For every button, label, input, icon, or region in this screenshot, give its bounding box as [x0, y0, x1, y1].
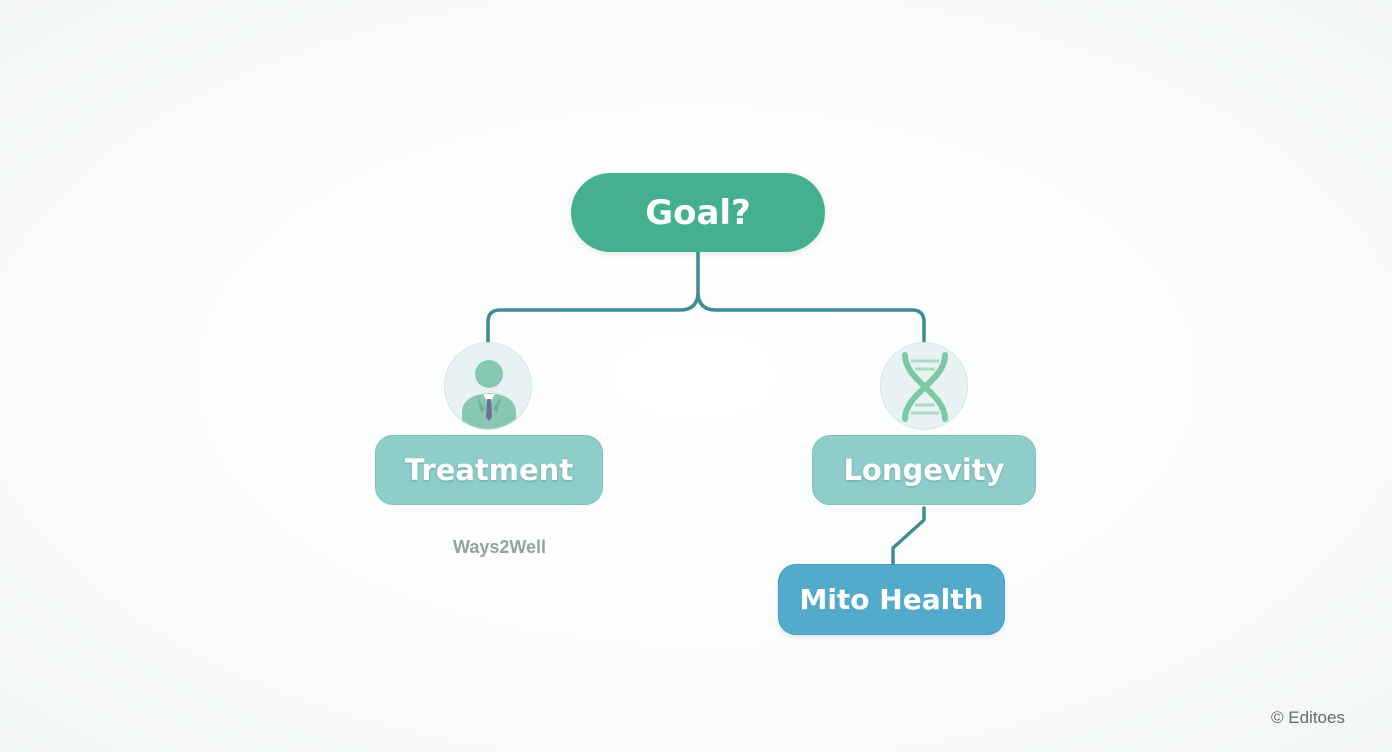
longevity-label: Longevity [843, 453, 1005, 487]
mito-health-node[interactable]: Mito Health [778, 564, 1005, 635]
mito-health-label: Mito Health [799, 583, 984, 616]
dna-icon [902, 352, 948, 422]
connector-longevity-to-mito [891, 506, 926, 566]
goal-label: Goal? [645, 192, 751, 233]
connector-root-to-branches [486, 250, 926, 344]
watermark: © Editoes [1271, 708, 1345, 727]
person-icon [462, 360, 516, 429]
brand-label: Ways2Well [453, 537, 547, 557]
person-icon-badge [444, 342, 532, 430]
treatment-label: Treatment [404, 453, 574, 487]
dna-icon-badge [880, 342, 968, 430]
treatment-node[interactable]: Treatment [375, 435, 603, 505]
goal-node[interactable]: Goal? [571, 173, 825, 252]
longevity-node[interactable]: Longevity [812, 435, 1036, 505]
